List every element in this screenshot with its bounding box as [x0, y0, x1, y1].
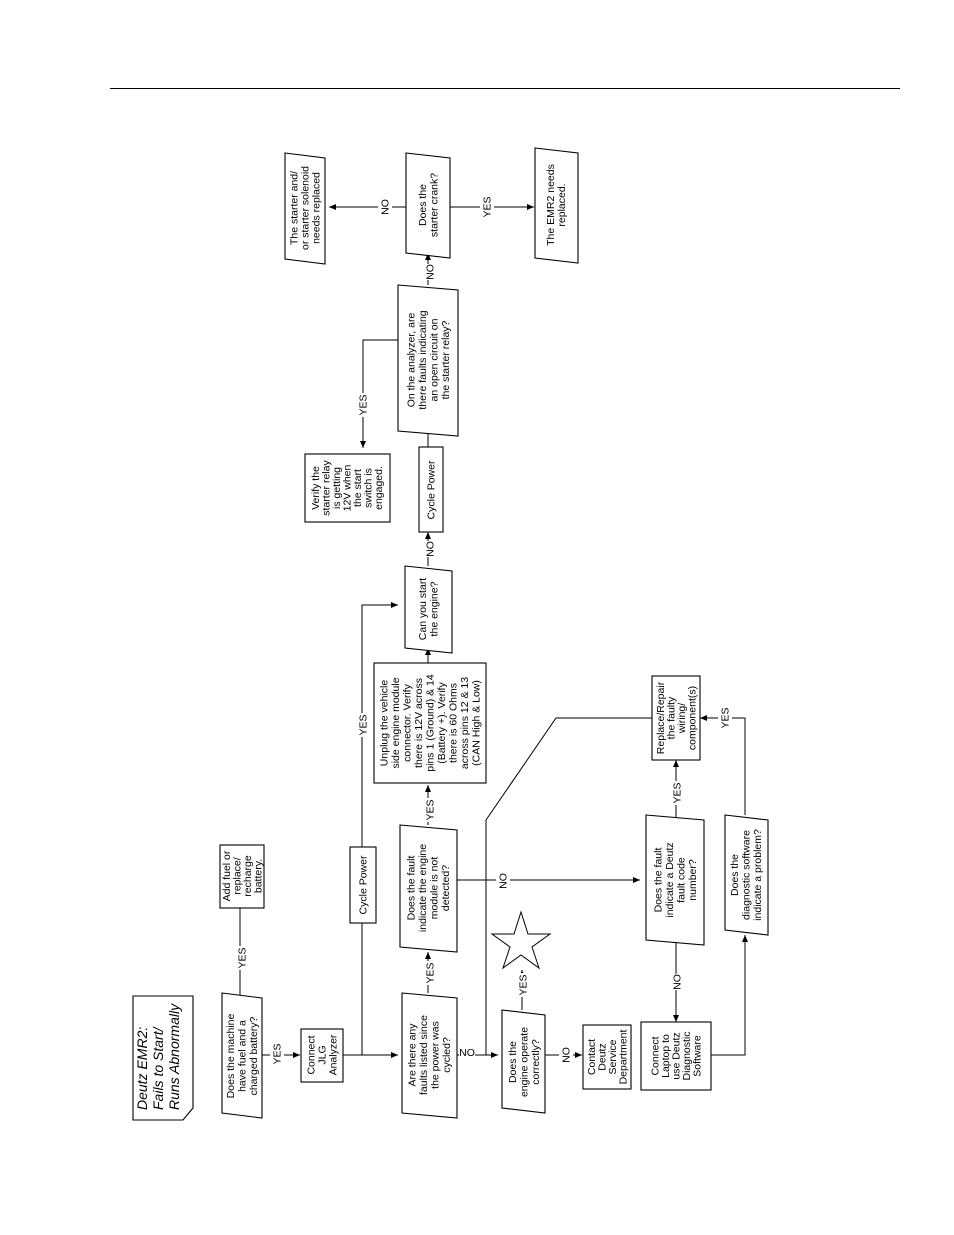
edge-label-yes: YES: [518, 974, 530, 995]
edge-label-no: NO: [459, 1047, 475, 1059]
node-diag-software: Does thediagnostic softwareindicate a pr…: [729, 829, 764, 921]
node-engine-operate: Does theengine operatecorrectly?: [507, 1027, 542, 1097]
edge-label-yes: YES: [358, 394, 370, 415]
edge-label-no: NO: [425, 264, 437, 280]
node-add-fuel: Add fuel orreplace/rechargebattery.: [221, 850, 265, 901]
node-engine-module: Does the faultindicate the enginemodule …: [405, 844, 452, 932]
edge-label-bg: [718, 706, 732, 730]
node-unplug-module: Unplug the vehicleside engine moduleconn…: [379, 674, 483, 772]
node-contact-deutz: ContactDeutzServiceDepartment: [586, 1029, 630, 1084]
edge-label-no: NO: [672, 974, 684, 990]
edge-label-bg: [423, 798, 437, 822]
edge-label-bg: [356, 393, 370, 417]
node-faults-listed: Are there anyfaults listed sincethe powe…: [406, 1015, 453, 1095]
edge-label-bg: [423, 541, 437, 557]
node-replace-repair: Replace/Repairthe faultywiring/component…: [655, 681, 699, 754]
node-starter-replace: The starter and/or starter solenoidneeds…: [289, 166, 323, 250]
edge-label-no: NO: [380, 199, 392, 215]
edge-label-yes: YES: [482, 196, 494, 217]
edge-label-no: NO: [498, 873, 510, 889]
edge-label-bg: [670, 781, 684, 805]
chart-title-tab: Deutz EMR2:Fails to Start/Runs Abnormall…: [132, 995, 194, 1121]
edge-label-bg: [356, 713, 370, 737]
edge-label-bg: [235, 946, 249, 970]
edge-label-yes: YES: [425, 799, 437, 820]
edge-label-yes: YES: [720, 707, 732, 728]
edge-label-yes: YES: [358, 714, 370, 735]
node-open-circuit: On the analyzer, arethere faults indicat…: [405, 310, 452, 409]
edge-label-bg: [459, 1046, 475, 1058]
edge-label-bg: [496, 873, 510, 889]
edge-label-yes: YES: [672, 782, 684, 803]
node-cycle-power-2: Cycle Power: [426, 460, 438, 519]
node-emr2-replace: The EMR2 needsreplaced.: [545, 164, 568, 246]
edge-label-bg: [270, 1042, 284, 1066]
edge-label-bg: [378, 199, 392, 215]
edge-label-yes: YES: [425, 962, 437, 983]
node-starter-crank: Does thestarter crank?: [417, 173, 441, 237]
edge-label-bg: [516, 973, 530, 997]
chart-title: Deutz EMR2:Fails to Start/Runs Abnormall…: [134, 1003, 182, 1110]
edge-label-bg: [559, 1047, 573, 1063]
edge-label-yes: YES: [237, 947, 249, 968]
node-verify-relay: Verify thestarter relayis getting12V whe…: [310, 460, 385, 516]
node-connect-laptop: ConnectLaptop touse DeutzDiagnosticSoftw…: [650, 1031, 704, 1080]
node-can-start: Can you startthe engine?: [417, 578, 441, 641]
node-fault-code: Does the faultindicate a Deutzfault code…: [652, 842, 699, 917]
edge-label-bg: [423, 961, 437, 985]
node-machine-fuel: Does the machinehave fuel and acharged b…: [225, 1014, 260, 1099]
edge-label-no: NO: [561, 1047, 573, 1063]
node-cycle-power-1: Cycle Power: [358, 855, 370, 914]
edge-label-bg: [670, 974, 684, 990]
node-shapes: [219, 147, 769, 1119]
edge-label-no: NO: [425, 541, 437, 557]
edge-label-bg: [423, 264, 437, 280]
star-icon: [490, 910, 552, 970]
node-connect-analyzer: ConnectJLGAnalyzer: [306, 1034, 340, 1075]
edge-label-yes: YES: [272, 1043, 284, 1064]
edge-label-bg: [480, 195, 494, 219]
header-rule: [110, 88, 900, 89]
